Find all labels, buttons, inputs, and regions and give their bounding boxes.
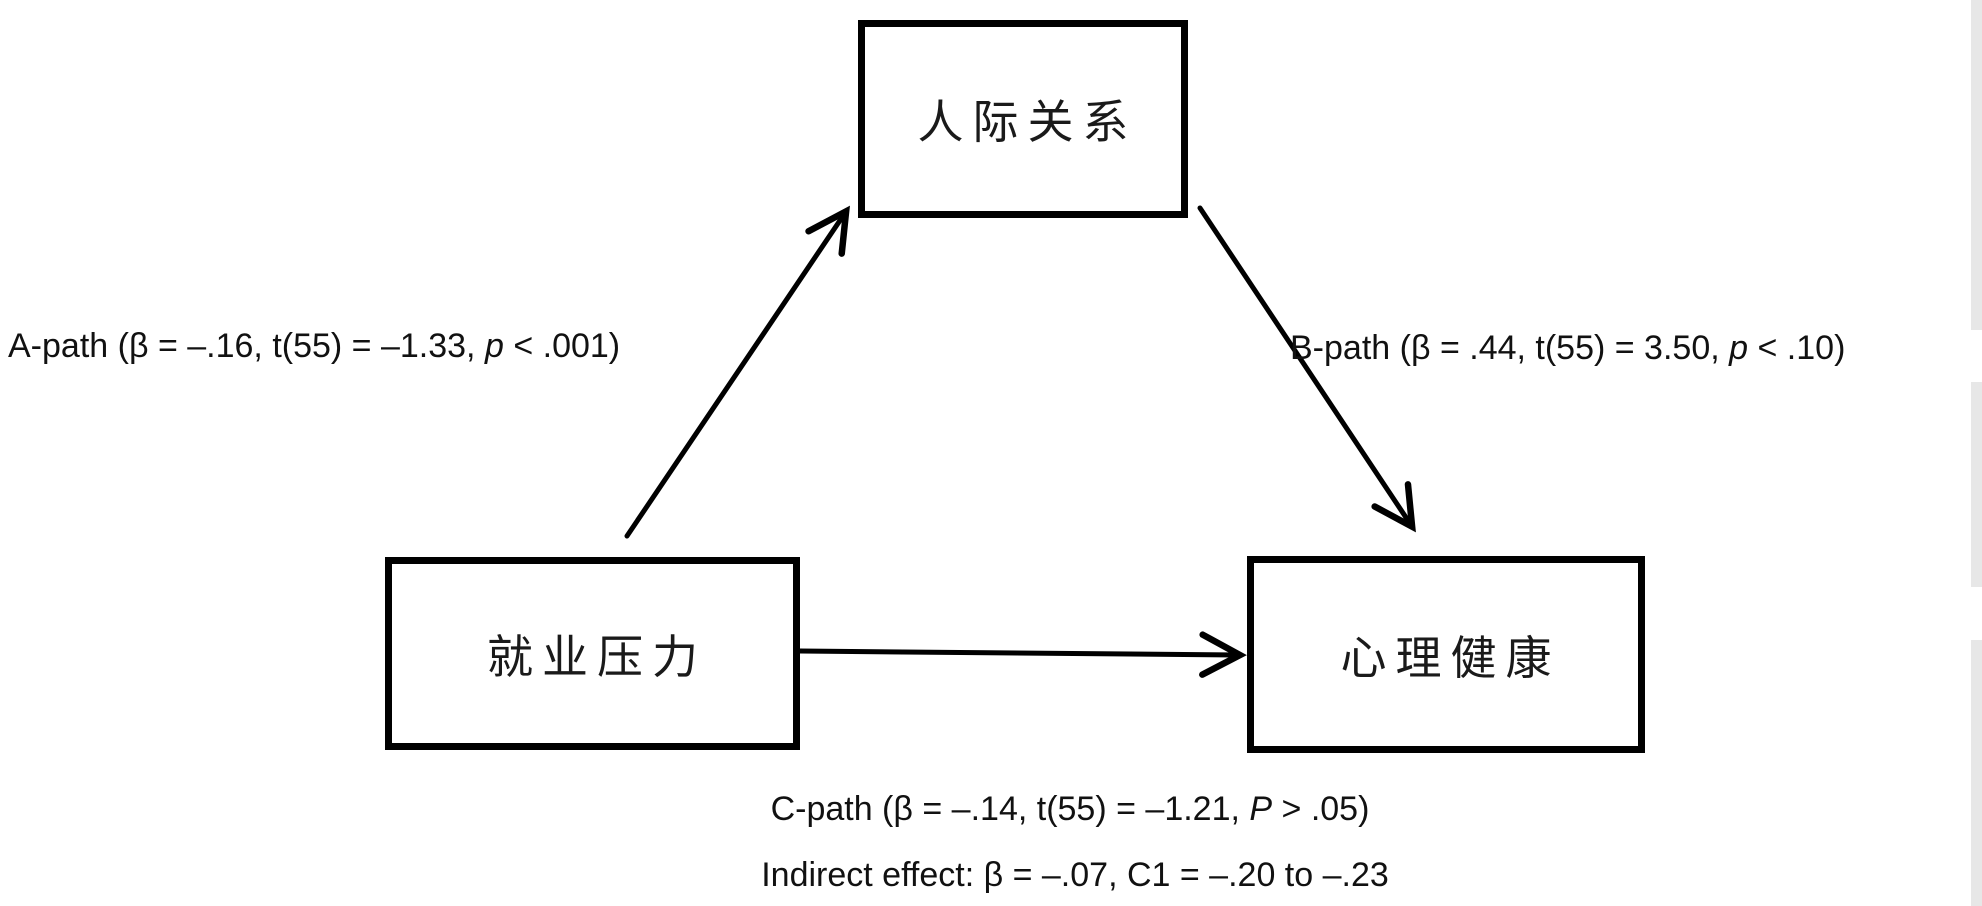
a-path-p-symbol: p <box>484 327 504 365</box>
a-path-arrow <box>624 205 850 539</box>
mediator-box: 人际关系 <box>858 20 1188 218</box>
a-path-text: A-path (β = –.16, t(55) = –1.33, <box>8 327 485 365</box>
outcome-box: 心理健康 <box>1247 556 1645 753</box>
c-path-label: C-path (β = –.14, t(55) = –1.21, P > .05… <box>640 787 1500 831</box>
a-path-text-end: < .001) <box>503 327 621 365</box>
outcome-label: 心理健康 <box>1340 632 1561 684</box>
indirect-effect-label: Indirect effect: β = –.07, C1 = –.20 to … <box>761 856 1389 894</box>
b-path-p-symbol: p <box>1729 329 1749 367</box>
b-path-arrow <box>1197 205 1416 533</box>
b-path-text-end: < .10) <box>1748 329 1846 367</box>
c-path-arrow <box>797 631 1247 678</box>
b-path-label: B-path (β = .44, t(55) = 3.50, p < .10) <box>1290 326 1845 370</box>
predictor-label: 就业压力 <box>487 631 707 683</box>
b-path-text: B-path (β = .44, t(55) = 3.50, <box>1290 329 1730 367</box>
mediator-label: 人际关系 <box>917 97 1138 148</box>
right-edge-artifact <box>1971 640 1982 906</box>
a-path-label: A-path (β = –.16, t(55) = –1.33, p < .00… <box>8 324 620 368</box>
c-path-text-end: > .05) <box>1272 790 1370 828</box>
predictor-box: 就业压力 <box>385 557 800 750</box>
right-edge-artifact <box>1971 0 1982 330</box>
right-edge-artifact <box>1971 382 1982 587</box>
c-path-p-symbol: P <box>1249 790 1273 828</box>
c-path-text: C-path (β = –.14, t(55) = –1.21, <box>770 790 1250 828</box>
